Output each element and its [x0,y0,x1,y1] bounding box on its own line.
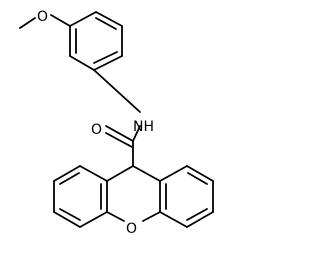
bond-methyl-o [19,17,36,29]
carbonyl-oxygen-label: O [91,122,102,138]
amide-nitrogen-label: NH [133,119,154,135]
ring-oxygen-label: O [126,221,137,237]
bond-right-ring-o [142,211,161,222]
bond-carbonyl-o [105,125,134,142]
bond-right-a [159,165,188,182]
bond-ring1-f [69,11,97,27]
bond-ring1-b [69,55,95,71]
atom-labels: O NH O O [37,9,154,237]
bond-ring1-e-inner [95,17,117,30]
bond-aryl-n [93,69,141,113]
bond-left-b-inner [59,172,80,185]
bond-right-b [186,165,214,182]
bond-c9-left [106,165,134,182]
bond-left-ring-o [106,211,125,222]
bond-right-d [186,211,214,228]
bond-left-a [79,165,108,182]
molecule-structure: O NH O O [19,9,214,237]
bond-right-e [159,211,188,228]
bond-left-b [53,165,81,182]
bond-n-carbonyl [132,125,141,142]
bond-left-d-inner [59,208,81,221]
bond-ring1-e [95,11,123,27]
bond-left-e [79,211,108,228]
bond-o-aryl [50,14,71,27]
bond-ring1-c-inner [93,51,118,64]
methoxy-oxygen-label: O [37,9,48,25]
bond-carbonyl-o-inner [105,132,133,148]
bond-right-d-inner [186,208,208,221]
bond-ring1-c [93,55,123,71]
bond-right-b-inner [187,172,208,185]
bond-c9-right [132,165,161,182]
bond-lines [19,11,214,228]
bond-left-d [53,211,81,228]
